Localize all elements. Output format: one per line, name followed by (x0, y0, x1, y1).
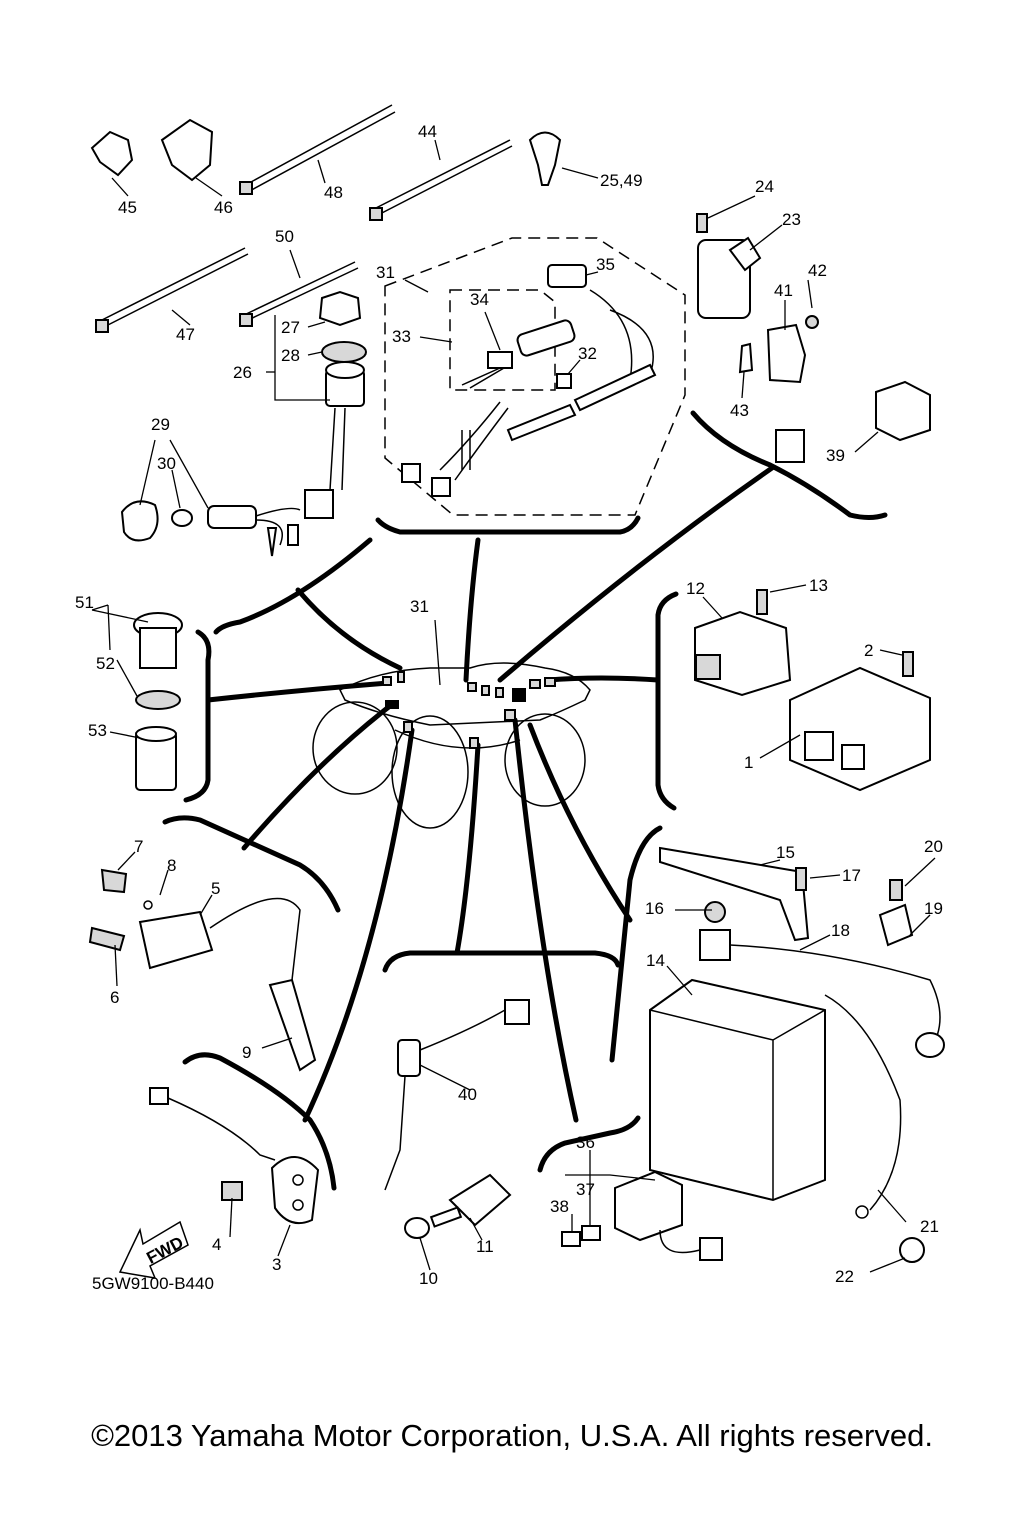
part-label: 46 (214, 198, 233, 217)
part-label: 19 (924, 899, 943, 918)
part-label: 26 (233, 363, 252, 382)
main-switch (304, 290, 367, 519)
part-label: 30 (157, 454, 176, 473)
part-label: 2 (864, 641, 873, 660)
pickup-coil (149, 1087, 320, 1224)
part-label: 28 (281, 346, 300, 365)
part-label: 48 (324, 183, 343, 202)
part-label: 34 (470, 290, 489, 309)
part-label: 16 (645, 899, 664, 918)
sub-harness-group (384, 237, 686, 516)
part-label: 39 (826, 446, 845, 465)
part-label: 45 (118, 198, 137, 217)
part-label: 44 (418, 122, 437, 141)
part-label: 27 (281, 318, 300, 337)
part-label: 51 (75, 593, 94, 612)
part-label: 32 (578, 344, 597, 363)
part-label: 14 (646, 951, 665, 970)
part-label: 18 (831, 921, 850, 940)
part-label: 25,49 (600, 171, 643, 190)
part-label: 43 (730, 401, 749, 420)
atv-silhouette (312, 662, 591, 829)
leader-lines (91, 139, 936, 1273)
part-label: 20 (924, 837, 943, 856)
part-label: 5 (211, 879, 220, 898)
part-label: 53 (88, 721, 107, 740)
part-label: 22 (835, 1267, 854, 1286)
speed-sensor (404, 1173, 512, 1239)
clips-and-ties (90, 104, 562, 333)
connector-lines (205, 465, 775, 1123)
accessory-socket (133, 612, 183, 791)
ignition-coil (88, 868, 317, 1072)
part-label: 42 (808, 261, 827, 280)
battery-group (649, 846, 945, 1263)
part-label: 47 (176, 325, 195, 344)
part-label: 31 (410, 597, 429, 616)
part-label: 50 (275, 227, 294, 246)
part-labels: 1 2 3 4 5 6 7 8 9 10 11 12 13 14 15 16 1… (75, 122, 943, 1288)
part-label: 15 (776, 843, 795, 862)
part-label: 13 (809, 576, 828, 595)
part-label: 35 (596, 255, 615, 274)
part-label: 31 (376, 263, 395, 282)
part-label: 7 (134, 837, 143, 856)
part-label: 29 (151, 415, 170, 434)
part-label: 33 (392, 327, 411, 346)
part-label: 4 (212, 1235, 221, 1254)
thermo-switch (384, 999, 530, 1191)
part-label: 11 (476, 1237, 494, 1256)
part-label: 52 (96, 654, 115, 673)
part-label: 38 (550, 1197, 569, 1216)
part-label: 12 (686, 579, 705, 598)
part-label: 24 (755, 177, 774, 196)
part-label: 21 (920, 1217, 939, 1236)
copyright-notice: ©2013 Yamaha Motor Corporation, U.S.A. A… (91, 1418, 933, 1453)
cdi-regulator (694, 589, 931, 792)
harness-connectors (561, 1170, 723, 1261)
part-label: 8 (167, 856, 176, 875)
part-label: 3 (272, 1255, 281, 1274)
part-label: 40 (458, 1085, 477, 1104)
bulb-socket (120, 500, 301, 557)
part-label: 37 (576, 1180, 595, 1199)
part-label: 36 (576, 1133, 595, 1152)
fwd-arrow: FWD (118, 1220, 189, 1279)
fwd-label: FWD (143, 1233, 186, 1268)
diagram-code: 5GW9100-B440 (92, 1274, 214, 1293)
part-label: 10 (419, 1269, 438, 1288)
part-label: 9 (242, 1043, 251, 1062)
part-label: 41 (774, 281, 793, 300)
relay-group (696, 213, 931, 463)
part-label: 17 (842, 866, 861, 885)
part-label: 23 (782, 210, 801, 229)
part-label: 1 (744, 753, 753, 772)
part-label: 6 (110, 988, 119, 1007)
